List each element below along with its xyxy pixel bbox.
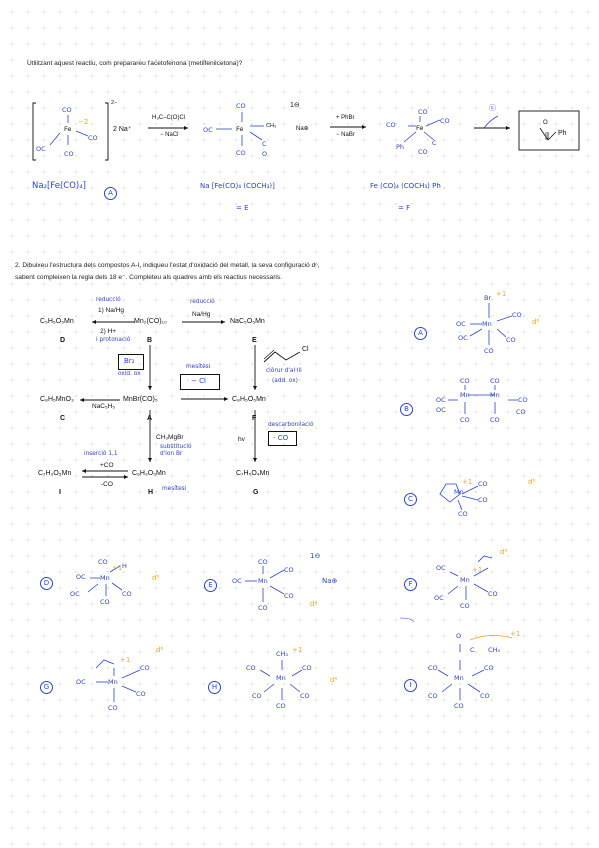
ah-reagent: CH₃MgBr [156, 434, 184, 441]
fg-reagent-box[interactable]: - CO [268, 431, 297, 446]
label-a-circle: A [104, 180, 117, 200]
ah-handwritten-2: d'ion Br [160, 451, 183, 457]
ba-reagent-box[interactable]: Br₂ [118, 354, 144, 370]
step1-reagent: H₃C–C(O)Cl [152, 115, 186, 121]
compound-i-label: I [59, 489, 61, 496]
answer-c-dn: d⁶ [528, 478, 536, 486]
formula-a: Na₂[Fe(CO)₄] [32, 181, 86, 191]
answer-e-cation: Na⊕ [322, 577, 338, 585]
question-2-line1: 2. Dibuixeu l'estructura dels compostos … [15, 262, 320, 269]
be-handwritten: reducció [190, 299, 215, 305]
sodium-counterion: 2 Na⁺ [113, 126, 132, 133]
compound-b-label: B [147, 337, 153, 344]
be-reagent: Na/Hg [192, 311, 211, 318]
answer-i-label: I [404, 672, 417, 692]
ba-handwritten: oxid. ox [118, 371, 141, 377]
question-1-text: Utilitzant aquest reactiu, com preparare… [27, 60, 243, 67]
sodium-cation: Na⊕ [296, 126, 309, 132]
formula-e: Na [Fe(CO)₄ (COCH₃)] [200, 182, 275, 190]
charge-1minus: 1⊖ [290, 102, 300, 109]
answer-a-dn: d⁶ [532, 318, 540, 326]
step2-reagent: + PhBr [336, 115, 355, 121]
ac-reagent: NaC₅H₅ [92, 403, 115, 410]
bd-handwritten-top: reducció [96, 297, 121, 303]
compound-g-formula: C₇H₅O₄Mn [236, 470, 270, 477]
bd-reagent-2: 2) H+ [100, 328, 117, 335]
ah-handwritten-1: substitució [160, 444, 192, 450]
compound-e-formula: NaC₅O₅Mn [230, 318, 265, 325]
chloride-label: Cl [302, 346, 309, 353]
fg-reagent: hv [238, 436, 245, 443]
af-handwritten: mesítesi [186, 364, 211, 370]
answer-f-label: F [404, 571, 417, 591]
compound-b-formula: Mn₂(CO)₁₀ [134, 318, 167, 325]
compound-d-formula: C₅H₅O₅Mn [40, 318, 74, 325]
label-f: = F [398, 204, 411, 212]
hi-reagent-bottom: -CO [101, 481, 113, 488]
ef-handwritten-2: (add. ox) [272, 378, 298, 384]
bd-reagent-1: 1) Na/Hg [98, 307, 125, 314]
answer-e-charge: 1⊖ [310, 552, 321, 560]
compound-h-formula: C₆H₃O₅Mn [132, 470, 166, 477]
answer-b-label: B [400, 396, 413, 416]
acetophenone-phenyl: Ph [558, 130, 567, 137]
compound-c-label: C [60, 415, 66, 422]
answer-d-dn: d⁶ [152, 574, 160, 582]
compound-c-formula: C₈H₅MnO₃ [40, 396, 74, 403]
acetophenone-carbonyl-o: O [543, 120, 548, 126]
compound-i-formula: C₇H₃O₅Mn [38, 470, 72, 477]
compound-e-label: E [252, 337, 257, 344]
compound-a-label: A [147, 415, 153, 422]
answer-e-dn: d⁶ [310, 600, 318, 608]
fg-handwritten: descarbonilació [268, 422, 314, 428]
answer-d-label: D [40, 570, 53, 590]
formula-f: Fe (CO)₄ (COCH₃) Ph [370, 182, 441, 190]
compound-f-formula: C₈H₅O₅Mn [232, 396, 266, 403]
ah-handwritten-3: mesítesi [162, 486, 187, 492]
compound-h-label: H [148, 489, 154, 496]
answer-c-label: C [404, 486, 417, 506]
hi-reagent-top: +CO [100, 462, 114, 469]
hi-handwritten: inserció 1,1 [84, 451, 118, 457]
compound-g-label: G [253, 489, 259, 496]
answer-h-dn: d⁶ [330, 676, 338, 684]
label-e: = E [236, 204, 249, 212]
answer-a-label: A [414, 320, 427, 340]
step1-byproduct: − NaCl [160, 132, 179, 138]
compound-f-label: F [252, 415, 257, 422]
step2-byproduct: − NaBr [336, 132, 355, 138]
ef-handwritten-1: clòrur d'al·lil [266, 368, 302, 374]
answer-g-label: G [40, 674, 53, 694]
answer-f-dn: d⁶ [500, 548, 508, 556]
answer-g-dn: d⁶ [156, 646, 164, 654]
acyl-methyl: CH₃ [266, 123, 277, 129]
compound-d-label: D [60, 337, 66, 344]
bd-handwritten-bottom: i protonació [96, 337, 131, 343]
answer-e-label: E [204, 572, 217, 592]
elimination-label: ⓒ [489, 104, 496, 112]
charge-2minus: 2− [111, 100, 118, 106]
answer-h-label: H [208, 674, 221, 694]
compound-a-formula: MnBr(CO)₅ [123, 396, 158, 403]
question-2-line2: sabent compleixen la regla dels 18 e⁻. C… [15, 274, 283, 281]
af-reagent-box[interactable]: − Cl [180, 374, 220, 390]
